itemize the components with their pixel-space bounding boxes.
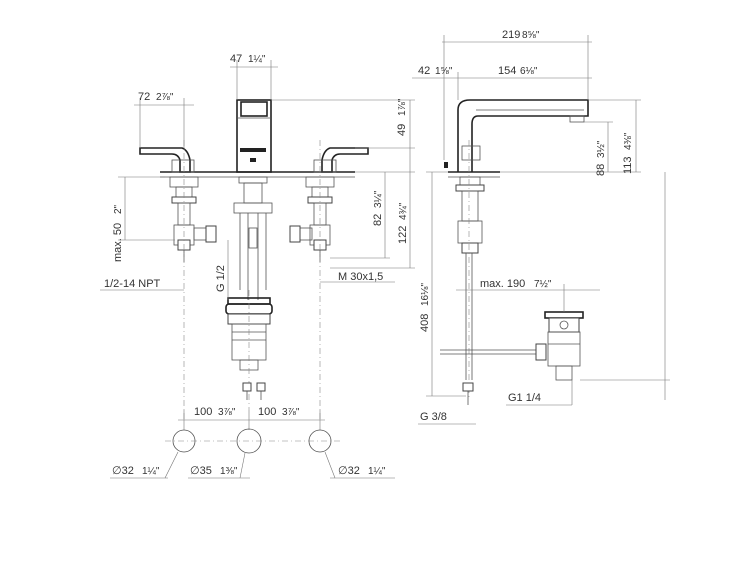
side-view: 219 8⅝" 42 1⅝" 154 6⅛" 88 3½" 113 4⅜" 40… (412, 29, 670, 425)
dim-spacing-left-in: 3⅞" (218, 407, 236, 418)
dim-outlet-height-in: 3½" (596, 140, 607, 158)
dim-handle-reach-in: 2⅞" (156, 92, 174, 103)
dim-handle-reach: 72 (138, 91, 150, 103)
dim-shank-82-in: 3¼" (372, 190, 384, 208)
dim-hole-left: ∅32 (112, 465, 134, 477)
dim-spout-height-in: 1⅞" (397, 98, 408, 116)
center-shank (233, 176, 273, 300)
dim-total-reach-in: 8⅝" (522, 30, 540, 41)
dim-shank-122-in: 4¾" (398, 202, 409, 220)
dim-max-50-in: 2" (113, 204, 124, 214)
dim-rod-max: max. 190 (480, 278, 525, 290)
dim-under-height: 408 (419, 314, 431, 332)
left-handle-valve (139, 140, 217, 420)
dim-g-38: G 3/8 (420, 411, 447, 423)
dim-spout-reach-in: 6⅛" (520, 66, 538, 77)
front-view: 47 1¼" 72 2⅞" 49 1⅞" 82 3¼" 122 4¾" max.… (100, 53, 415, 479)
side-connector (462, 382, 474, 392)
side-drain (544, 311, 584, 381)
dim-spacing-right: 100 (258, 406, 276, 418)
dim-body-offset-in: 1⅝" (435, 66, 453, 77)
dim-hole-center: ∅35 (190, 465, 212, 477)
dim-npt: 1/2-14 NPT (104, 278, 161, 290)
dim-max-50: max. 50 (112, 223, 124, 262)
center-spout (236, 99, 272, 173)
dim-spout-width: 47 (230, 53, 242, 65)
center-drain (225, 290, 273, 410)
dim-m-thread: M 30x1,5 (338, 271, 383, 283)
dim-shank-122: 122 (397, 226, 409, 244)
dim-rod-max-in: 7½" (534, 279, 552, 290)
dim-spout-height: 49 (396, 124, 408, 136)
dim-spout-width-in: 1¼" (248, 53, 266, 65)
mounting-holes (110, 428, 395, 479)
dim-total-reach: 219 (502, 29, 520, 41)
dim-hole-right: ∅32 (338, 465, 360, 477)
dim-spacing-right-in: 3⅞" (282, 407, 300, 418)
dim-hole-right-in: 1¼" (368, 465, 386, 477)
dim-hole-left-in: 1¼" (142, 465, 160, 477)
dim-g1-14: G1 1/4 (508, 392, 541, 404)
dim-spacing-left: 100 (194, 406, 212, 418)
dim-hole-center-in: 1⅜" (220, 466, 238, 477)
dim-shank-82: 82 (372, 214, 384, 226)
right-handle-valve (289, 140, 369, 420)
popup-rod (440, 343, 547, 361)
dim-total-height-in: 4⅜" (623, 132, 634, 150)
dim-under-height-in: 16⅛" (420, 283, 431, 306)
dim-spout-reach: 154 (498, 65, 516, 77)
bottom-connectors (242, 382, 266, 400)
dim-total-height: 113 (622, 156, 634, 174)
side-shank (455, 140, 485, 400)
dim-outlet-height: 88 (595, 164, 607, 176)
front-dimension-lines (100, 60, 415, 430)
dim-g-half: G 1/2 (215, 265, 227, 292)
side-dimension-lines (412, 35, 670, 425)
side-spout (444, 99, 589, 172)
dim-body-offset: 42 (418, 65, 430, 77)
